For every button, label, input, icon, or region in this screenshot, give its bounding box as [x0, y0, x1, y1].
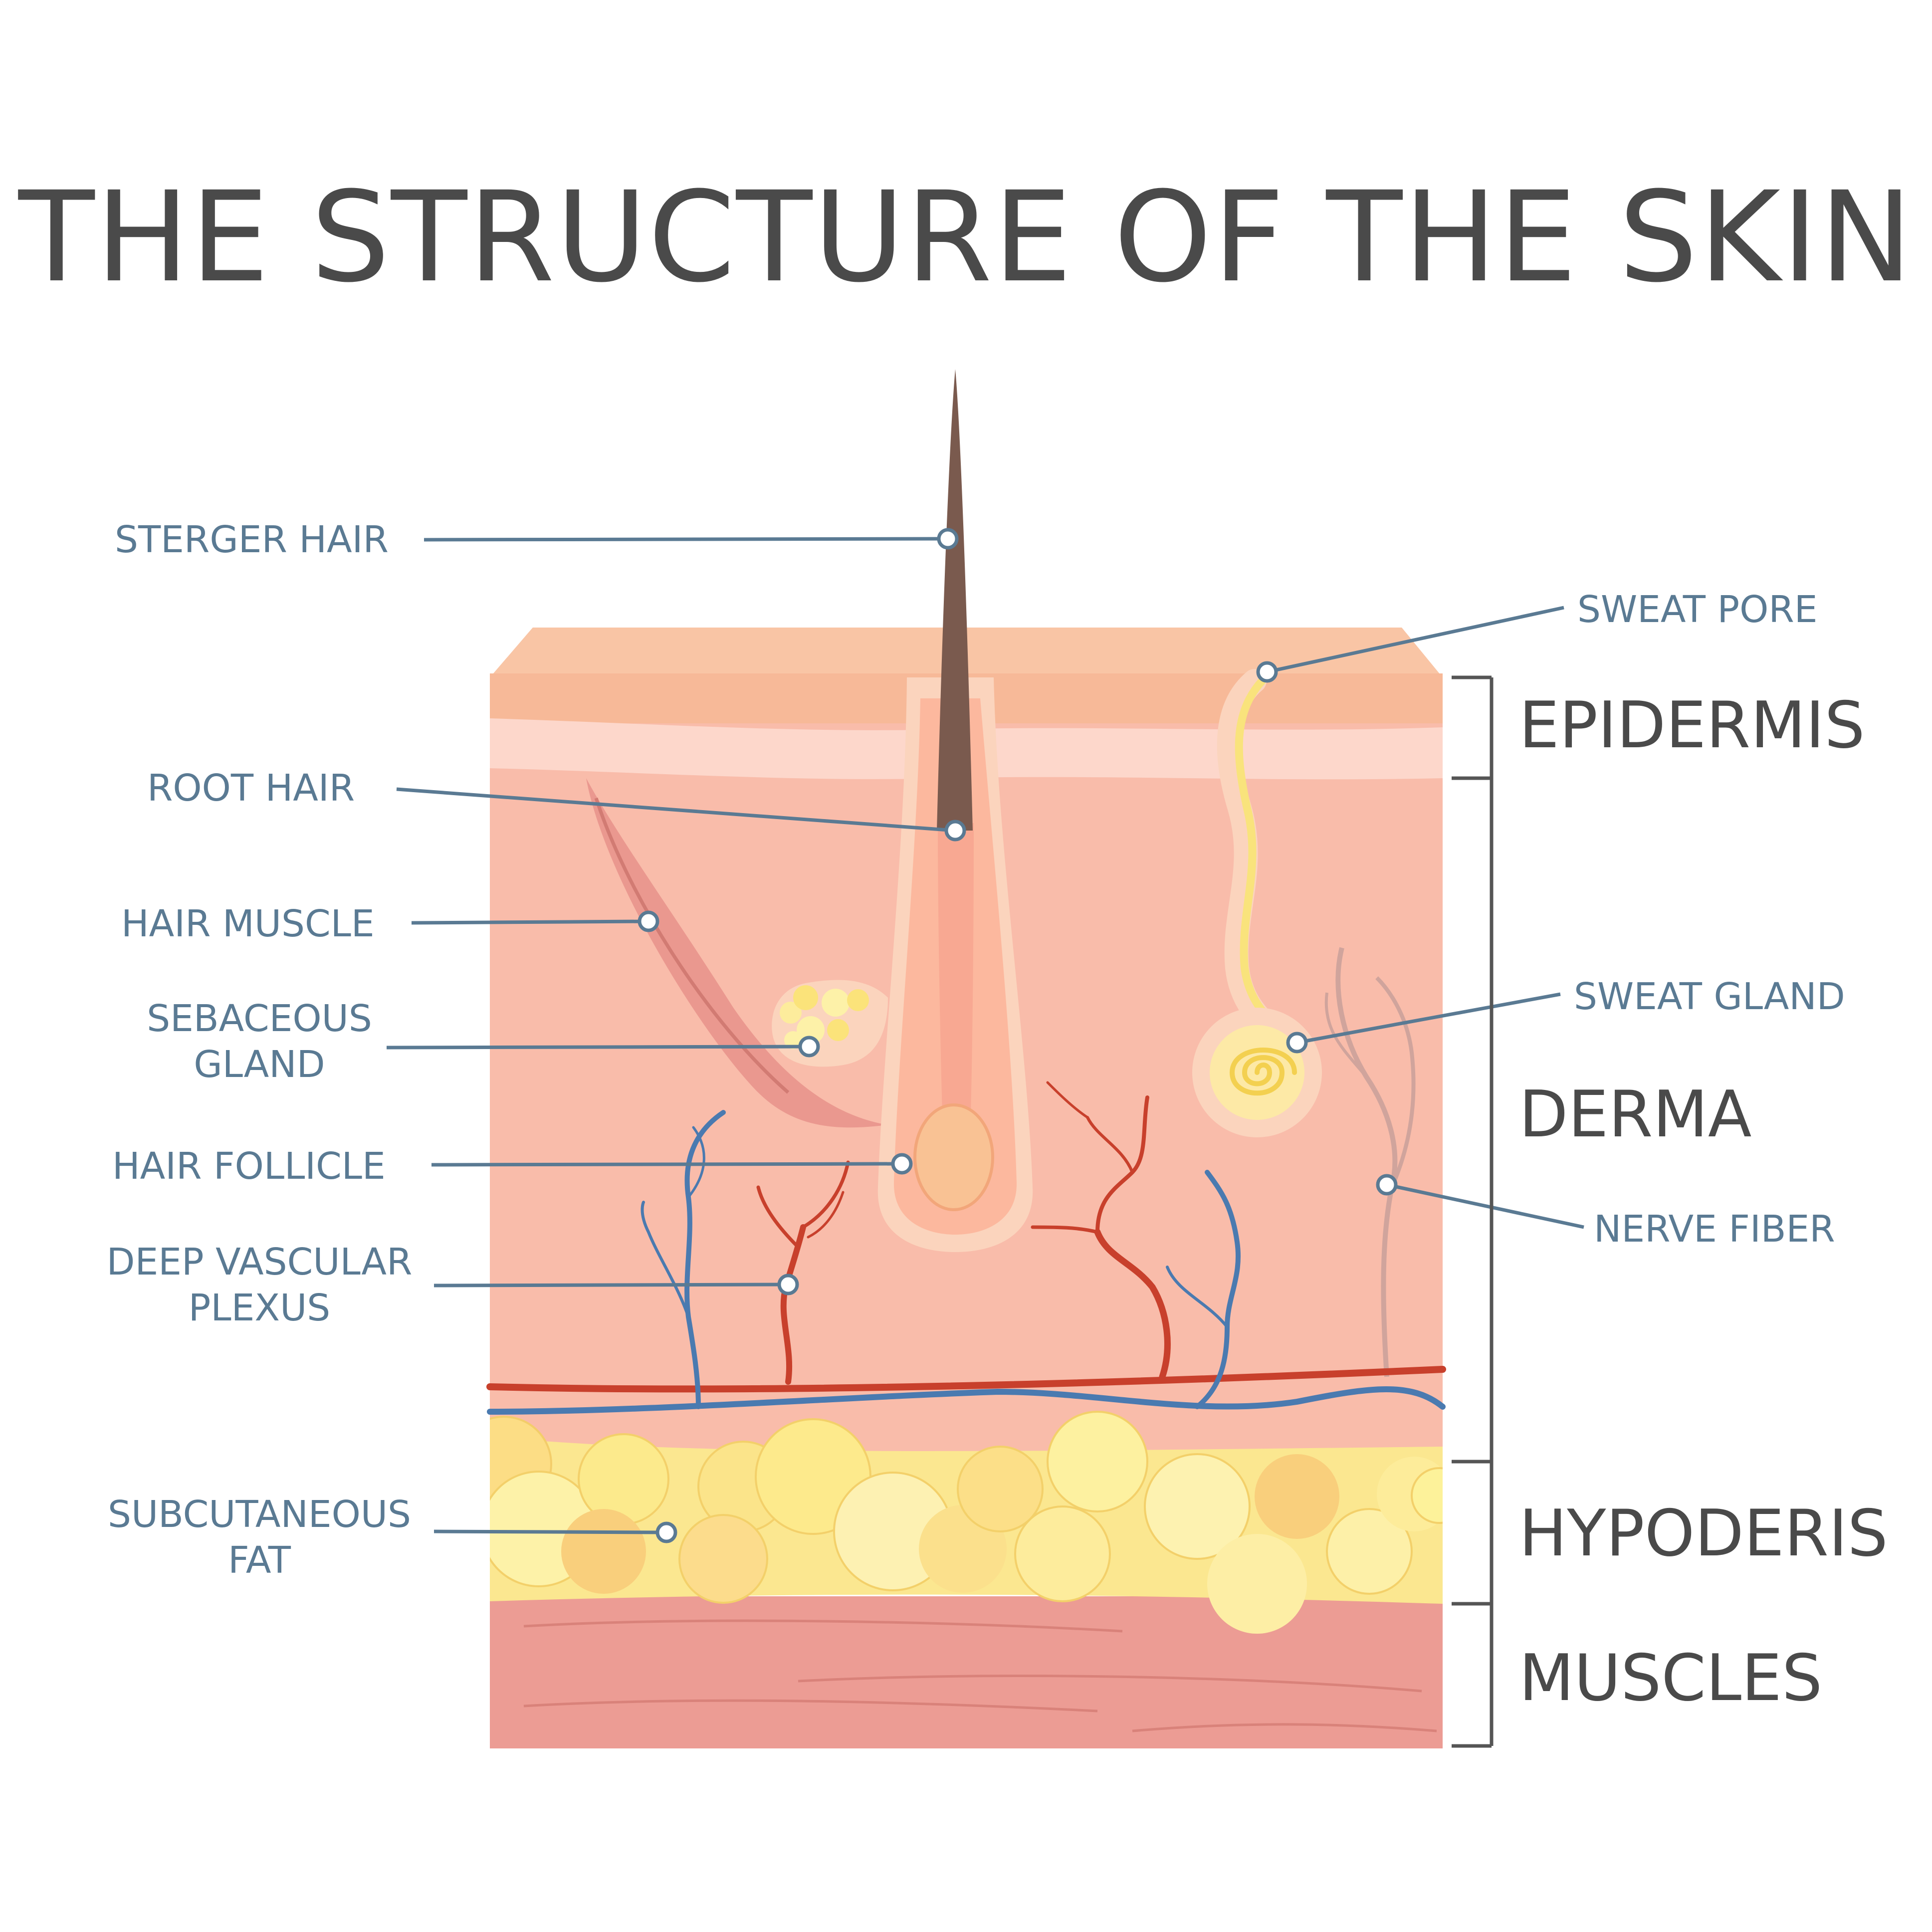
hair-shaft	[937, 369, 973, 831]
marker-sebaceous-gland	[798, 1036, 820, 1058]
leader-lines	[386, 537, 1584, 1534]
nerve-fiber	[1335, 947, 1398, 1377]
layer-label-muscles: MUSCLES	[1519, 1641, 1823, 1716]
fat-cells	[490, 1411, 1443, 1634]
layer-label-epidermis: EPIDERMIS	[1519, 688, 1865, 763]
label-deep-vascular-plexus: DEEP VASCULAR PLEXUS	[95, 1239, 424, 1331]
label-sebaceous-gland-line2: GLAND	[194, 1043, 325, 1086]
label-sterger-hair: STERGER HAIR	[115, 518, 389, 561]
hair-bulb	[913, 1103, 994, 1211]
marker-root-hair	[944, 820, 966, 842]
veins	[487, 1110, 1446, 1415]
marker-hair-follicle	[891, 1153, 913, 1175]
label-nerve-fiber: NERVE FIBER	[1594, 1208, 1835, 1251]
label-subcutaneous-fat-line1: SUBCUTANEOUS	[107, 1493, 411, 1536]
label-deep-vascular-plexus-line2: PLEXUS	[188, 1287, 331, 1329]
sebaceous-cells	[780, 985, 869, 1049]
marker-sweat-pore	[1256, 661, 1278, 683]
diagram-title: THE STRUCTURE OF THE SKIN	[18, 165, 1914, 310]
layer-label-derma: DERMA	[1519, 1077, 1752, 1152]
marker-nerve-fiber	[1376, 1174, 1398, 1196]
label-root-hair: ROOT HAIR	[147, 767, 355, 810]
layer-brackets	[1452, 675, 1494, 1748]
label-sebaceous-gland-line1: SEBACEOUS	[147, 997, 372, 1040]
hair-muscle	[586, 778, 888, 1128]
label-sebaceous-gland: SEBACEOUS GLAND	[120, 996, 399, 1087]
label-sweat-gland: SWEAT GLAND	[1574, 975, 1845, 1018]
label-hair-follicle: HAIR FOLLICLE	[112, 1145, 386, 1188]
marker-sweat-gland	[1286, 1032, 1308, 1054]
label-hair-muscle: HAIR MUSCLE	[121, 902, 375, 945]
marker-subcutaneous-fat	[655, 1521, 677, 1543]
label-sweat-pore: SWEAT PORE	[1577, 588, 1818, 631]
marker-hair-muscle	[638, 910, 659, 932]
marker-deep-vascular-plexus	[777, 1274, 799, 1295]
leader-markers	[638, 528, 1398, 1543]
layer-label-hypoderis: HYPODERIS	[1519, 1497, 1888, 1571]
label-subcutaneous-fat-line2: FAT	[228, 1539, 291, 1582]
label-subcutaneous-fat: SUBCUTANEOUS FAT	[90, 1492, 429, 1583]
label-deep-vascular-plexus-line1: DEEP VASCULAR	[106, 1241, 413, 1284]
arteries	[486, 1081, 1446, 1393]
marker-sterger-hair	[937, 528, 959, 550]
